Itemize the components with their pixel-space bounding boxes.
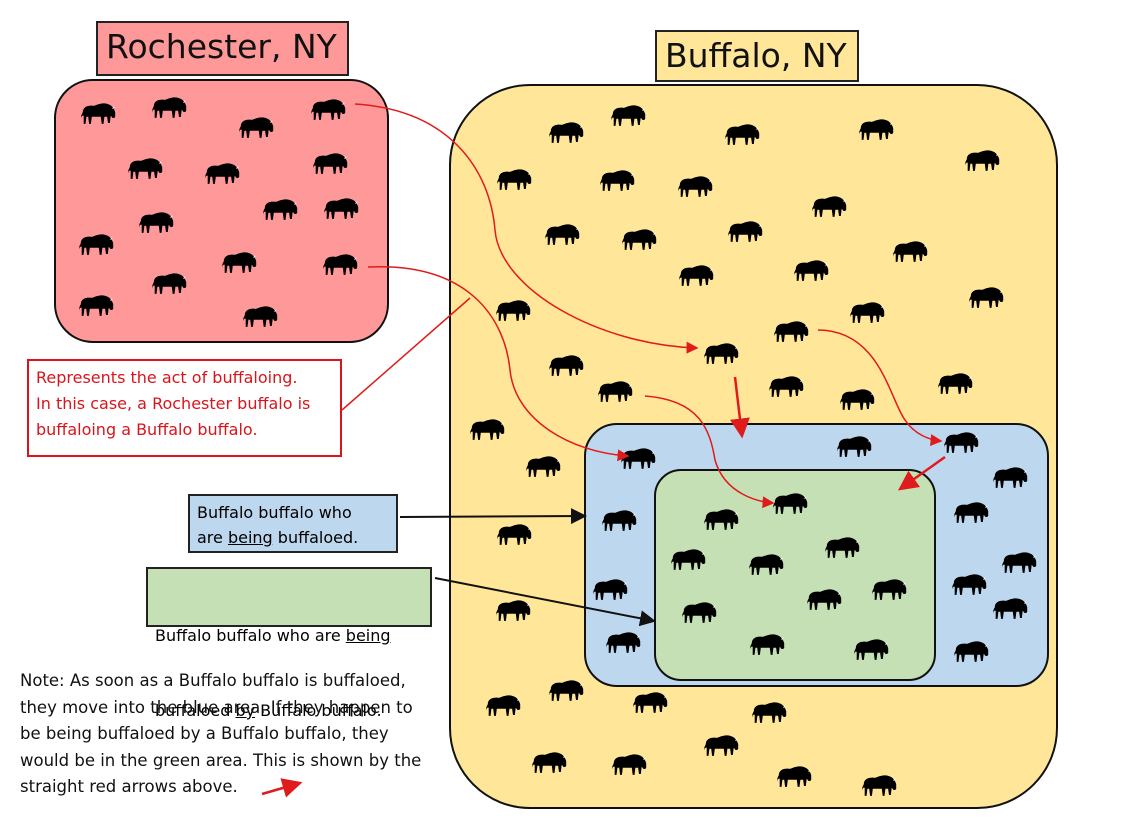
green-callout: Buffalo buffalo who are being buffaloed … (146, 567, 432, 720)
text: Buffalo buffalo who are (155, 626, 346, 645)
blue-callout-arrow (399, 508, 587, 525)
green-callout-arrow (434, 577, 656, 627)
legend-red-arrow (261, 778, 303, 798)
act-line: buffaloing a Buffalo buffalo. (36, 420, 258, 439)
buffaloing-arrow (644, 395, 775, 509)
green-line: buffaloed by Buffalo buffalo. (155, 698, 423, 723)
underlined-text: being (227, 528, 273, 547)
rochester-region (54, 79, 389, 343)
text: are (197, 528, 228, 547)
buffaloing-arrow (367, 266, 630, 462)
text: buffaloed. (272, 528, 359, 547)
note-line: be being buffaloed by a Buffalo buffalo,… (20, 724, 389, 743)
text: buffaloed (155, 701, 236, 720)
buffaloing-arrow (354, 103, 699, 354)
note-line: would be in the green area. This is show… (20, 750, 422, 770)
text: Buffalo buffalo. (255, 701, 382, 720)
underlined-text: by (235, 701, 256, 720)
callout-pointer-line (341, 297, 471, 411)
buffaloing-arrow (817, 329, 943, 447)
rochester-title: Rochester, NY (96, 21, 349, 76)
note-text: Note: As soon as a Buffalo buffalo is bu… (20, 668, 460, 801)
act-line: In this case, a Rochester buffalo is (36, 394, 311, 413)
blue-line: Buffalo buffalo who (197, 503, 352, 522)
blue-callout: Buffalo buffalo who are being buffaloed. (188, 494, 398, 553)
move-arrow (897, 455, 946, 491)
underlined-text: being (345, 626, 391, 645)
blue-line: are being buffaloed. (197, 525, 389, 550)
note-line: Note: As soon as a Buffalo buffalo is bu… (20, 671, 406, 690)
note-line: straight red arrows above. (20, 777, 238, 796)
green-line: Buffalo buffalo who are being (155, 623, 423, 648)
note-line: they move into the blue area. If they ha… (20, 697, 413, 717)
act-line: Represents the act of buffaloing. (36, 368, 298, 387)
buffalo-title: Buffalo, NY (655, 30, 859, 82)
act-callout: Represents the act of buffaloing. In thi… (27, 359, 342, 457)
move-arrow (730, 376, 750, 439)
